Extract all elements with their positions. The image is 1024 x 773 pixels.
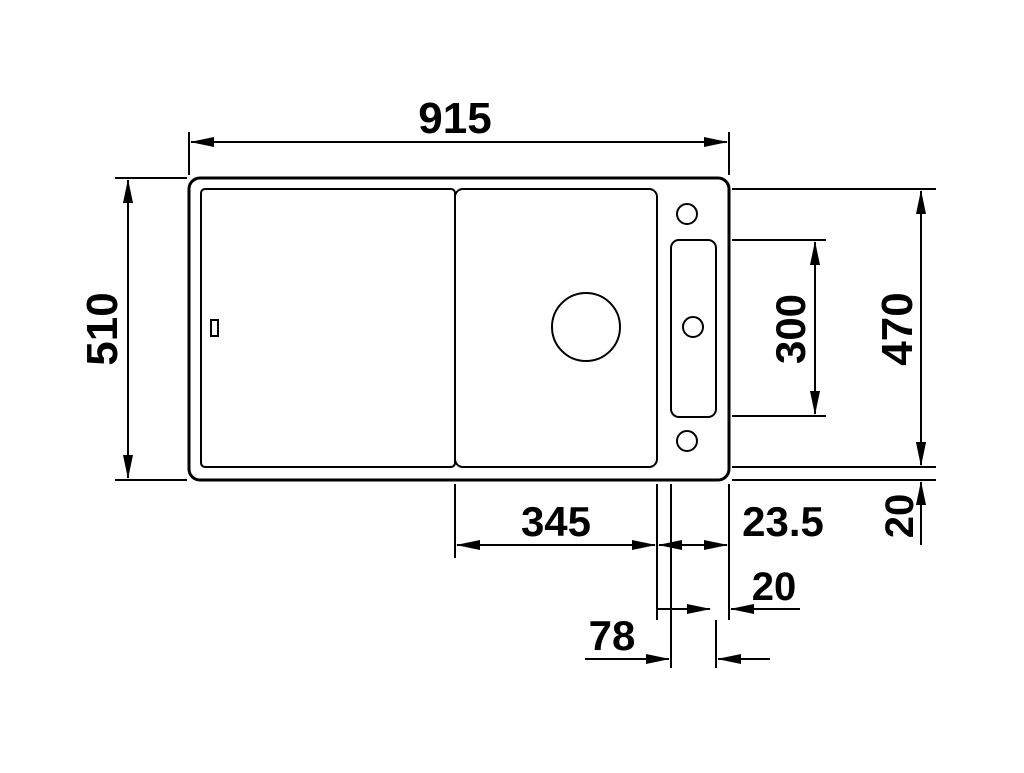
dimension-bowl-width: 345 bbox=[454, 484, 658, 558]
drainer-area bbox=[200, 188, 456, 468]
dimension-tray-length: 300 bbox=[732, 239, 826, 417]
drain-hole bbox=[551, 292, 621, 362]
tap-hole-bottom bbox=[676, 430, 698, 452]
tap-hole-top bbox=[676, 203, 698, 225]
tray-offset-label: 23.5 bbox=[742, 498, 824, 545]
sink-outer-rim bbox=[187, 176, 731, 482]
tap-hole-middle bbox=[682, 316, 704, 338]
dimension-overall-depth: 510 bbox=[78, 177, 187, 481]
tray-gap-label: 20 bbox=[752, 565, 797, 609]
dimension-rim-margin: 20 bbox=[732, 436, 936, 545]
sink-bowl bbox=[454, 188, 658, 468]
overall-depth-label: 510 bbox=[78, 292, 127, 365]
tray-width-label: 78 bbox=[589, 612, 636, 659]
bowl-width-label: 345 bbox=[521, 498, 591, 545]
dimension-tray-gap: 20 bbox=[656, 558, 800, 620]
drainer-slot bbox=[210, 319, 219, 337]
rim-margin-label: 20 bbox=[878, 494, 922, 539]
dimension-tray-offset: 23.5 bbox=[658, 484, 824, 668]
overall-width-label: 915 bbox=[418, 94, 491, 143]
dimension-inner-depth: 470 bbox=[732, 188, 936, 468]
accessory-tray bbox=[670, 239, 717, 418]
sink-outline bbox=[187, 176, 731, 482]
dimension-overall-width: 915 bbox=[188, 94, 730, 175]
inner-depth-label: 470 bbox=[873, 292, 922, 365]
tray-length-label: 300 bbox=[767, 294, 814, 364]
dimension-tray-width: 78 bbox=[585, 612, 770, 668]
